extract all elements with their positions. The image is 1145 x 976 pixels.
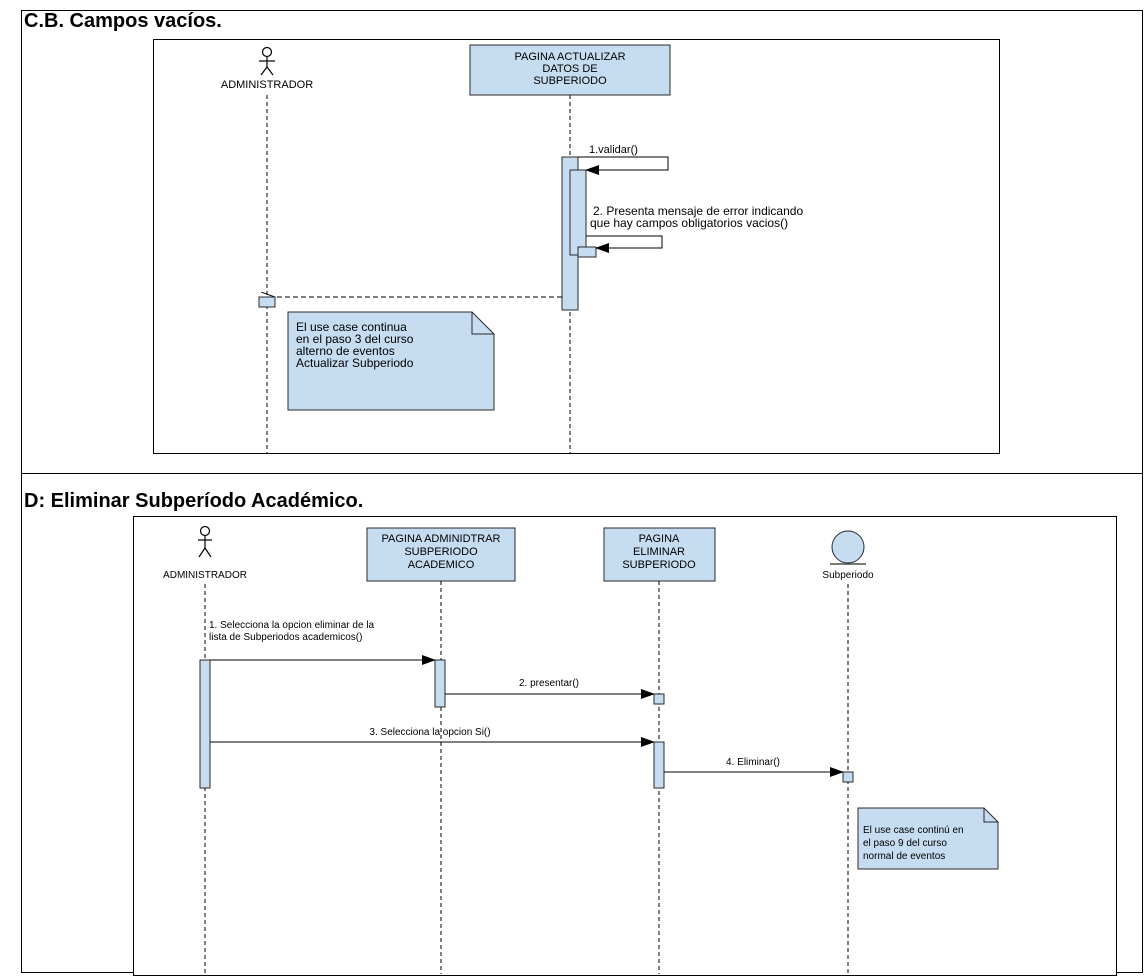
cb-page-label-3: SUBPERIODO — [533, 75, 607, 87]
d-page2-box — [603, 527, 716, 582]
section-cb-title: C.B. Campos vacíos. — [24, 10, 222, 32]
d-page2-label-2: ELIMINAR — [633, 546, 685, 558]
cb-note-line-1: El use case continua — [296, 320, 407, 334]
cb-note-line-4: Actualizar Subperiodo — [296, 356, 414, 370]
d-page1-box — [366, 527, 516, 582]
cb-msg2-line — [586, 235, 663, 253]
cb-activation-nested — [569, 169, 587, 256]
d-msg2-label: 2. presentar() — [519, 678, 579, 689]
d-page2-label-3: SUBPERIODO — [622, 559, 696, 571]
d-msg4-label: 4. Eliminar() — [726, 757, 780, 768]
d-msg1-label-1: 1. Selecciona la opcion eliminar de la — [209, 620, 375, 631]
d-msg1-label-2: lista de Subperiodos academicos() — [209, 632, 362, 643]
entity-icon — [830, 530, 866, 565]
actor-icon — [259, 46, 275, 76]
cb-page-box — [469, 44, 671, 96]
d-actor-activation — [199, 659, 211, 789]
d-page2-activation-small — [653, 693, 665, 705]
cb-msg2-label-2: que hay campos obligatorios vacios() — [590, 216, 788, 230]
d-note-line-3: normal de eventos — [863, 851, 945, 862]
diagram-cb: ADMINISTRADOR PAGINA ACTUALIZAR DATOS DE… — [221, 44, 803, 454]
cb-page-label-1: PAGINA ACTUALIZAR — [514, 51, 625, 63]
d-note — [857, 807, 999, 870]
cb-msg1-line — [578, 156, 669, 175]
cb-msg1-label: 1.validar() — [589, 144, 638, 156]
cb-actor-activation — [258, 296, 276, 308]
cb-activation-small — [577, 246, 597, 258]
actor-icon — [198, 525, 212, 558]
cb-note-line-2: en el paso 3 del curso — [296, 332, 414, 346]
cb-actor-label: ADMINISTRADOR — [221, 79, 313, 91]
cb-note — [287, 311, 495, 411]
d-page1-label-2: SUBPERIODO — [404, 546, 478, 558]
d-entity-label: Subperiodo — [822, 570, 874, 581]
section-d-title: D: Eliminar Subperíodo Académico. — [24, 490, 364, 512]
d-actor-label: ADMINISTRADOR — [163, 570, 247, 581]
cb-note-line-3: alterno de eventos — [296, 344, 395, 358]
diagram-d: ADMINISTRADOR PAGINA ADMINIDTRAR SUBPERI… — [163, 525, 999, 974]
cb-msg2-label-1: 2. Presenta mensaje de error indicando — [593, 204, 803, 218]
d-page2-label-1: PAGINA — [639, 533, 680, 545]
d-page1-label-3: ACADEMICO — [408, 559, 475, 571]
d-page1-label-1: PAGINA ADMINIDTRAR — [382, 533, 501, 545]
diagram-d-frame — [133, 516, 1117, 976]
d-entity-activation — [842, 771, 854, 783]
d-msg3-label: 3. Selecciona la opcion Si() — [369, 727, 490, 738]
d-note-line-1: El use case continú en — [863, 825, 964, 836]
d-page1-activation — [434, 659, 446, 708]
d-page2-activation — [653, 741, 665, 789]
cb-page-label-2: DATOS DE — [542, 63, 597, 75]
d-note-line-2: el paso 9 del curso — [863, 838, 947, 849]
